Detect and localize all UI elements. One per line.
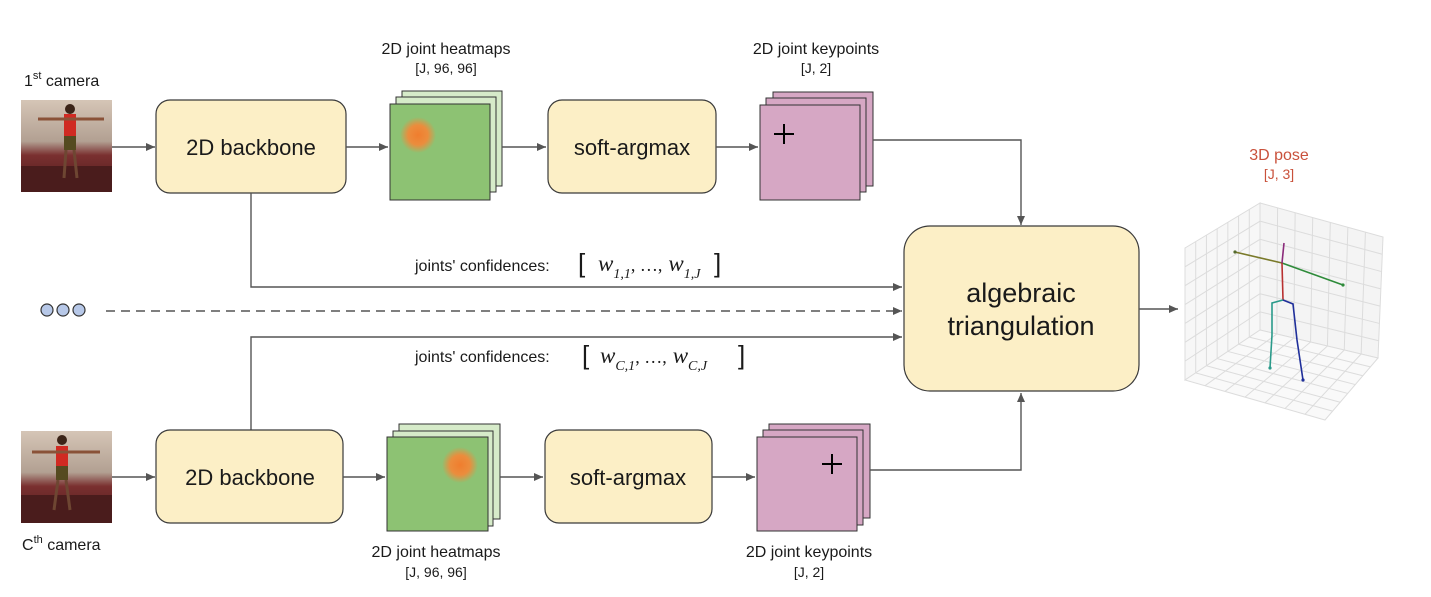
svg-text:]: ] [738,340,745,370]
softargmax-label-c: soft-argmax [570,465,686,490]
camera-c-image [21,431,112,523]
confidences-vector-c: [ wC,1, …,wC,J ] [582,340,745,374]
camera-1-label: 1st camera [24,70,99,90]
keypoints-shape-1: [J, 2] [801,60,831,76]
keypoints-title-c: 2D joint keypoints [746,544,872,561]
svg-text:w1,1, …,w1,J: w1,1, …,w1,J [598,251,701,282]
heatmaps-shape-c: [J, 96, 96] [405,564,466,580]
svg-text:wC,1, …,wC,J: wC,1, …,wC,J [600,343,708,374]
backbone-label-1: 2D backbone [186,135,316,160]
triangulation-block: algebraic triangulation [903,225,1140,392]
heatmaps-title-1: 2D joint heatmaps [382,41,511,58]
keypoints-title-1: 2D joint keypoints [753,41,879,58]
keypoint-stack-1 [759,91,874,201]
triangulation-label-line2: triangulation [947,311,1094,341]
keypoint-cross-1 [774,124,794,144]
softargmax-label-1: soft-argmax [574,135,690,160]
pose-grid-lines [1184,207,1383,415]
backbone-label-c: 2D backbone [185,465,315,490]
pose-3d-plot [1183,202,1384,421]
confidences-label-c: joints' confidences: [414,349,550,366]
softargmax-block-c: soft-argmax [544,429,713,524]
backbone-block-1: 2D backbone [155,99,347,194]
triangulation-label-line1: algebraic [966,278,1076,308]
heatmaps-title-c: 2D joint heatmaps [372,544,501,561]
camera-c-label: Cth camera [22,534,101,554]
heatmaps-shape-1: [J, 96, 96] [415,60,476,76]
pose-title: 3D pose [1249,147,1309,164]
keypoint-cross-c [822,454,842,474]
pose-shape: [J, 3] [1264,166,1294,182]
backbone-block-c: 2D backbone [155,429,344,524]
arrow-keypoints-c-to-triangulation [870,393,1025,471]
arrow-confidences-c [250,333,902,430]
arrow-keypoints-1-to-triangulation [873,139,1025,225]
keypoint-stack-c [756,423,871,532]
svg-text:[: [ [582,340,590,370]
svg-text:[: [ [578,248,586,278]
heatmap-blob-1 [400,117,436,153]
more-cameras-dots [40,303,86,317]
pose-skeleton [1233,242,1345,382]
confidences-vector-1: [ w1,1, …,w1,J ] [578,248,721,282]
heatmap-stack-c [386,423,501,532]
heatmap-stack-1 [389,90,503,201]
arrow-confidences-1 [250,193,902,291]
confidences-label-1: joints' confidences: [414,258,550,275]
softargmax-block-1: soft-argmax [547,99,717,194]
svg-text:]: ] [714,248,721,278]
heatmap-blob-c [442,447,478,483]
keypoints-shape-c: [J, 2] [794,564,824,580]
camera-1-image [21,100,112,192]
